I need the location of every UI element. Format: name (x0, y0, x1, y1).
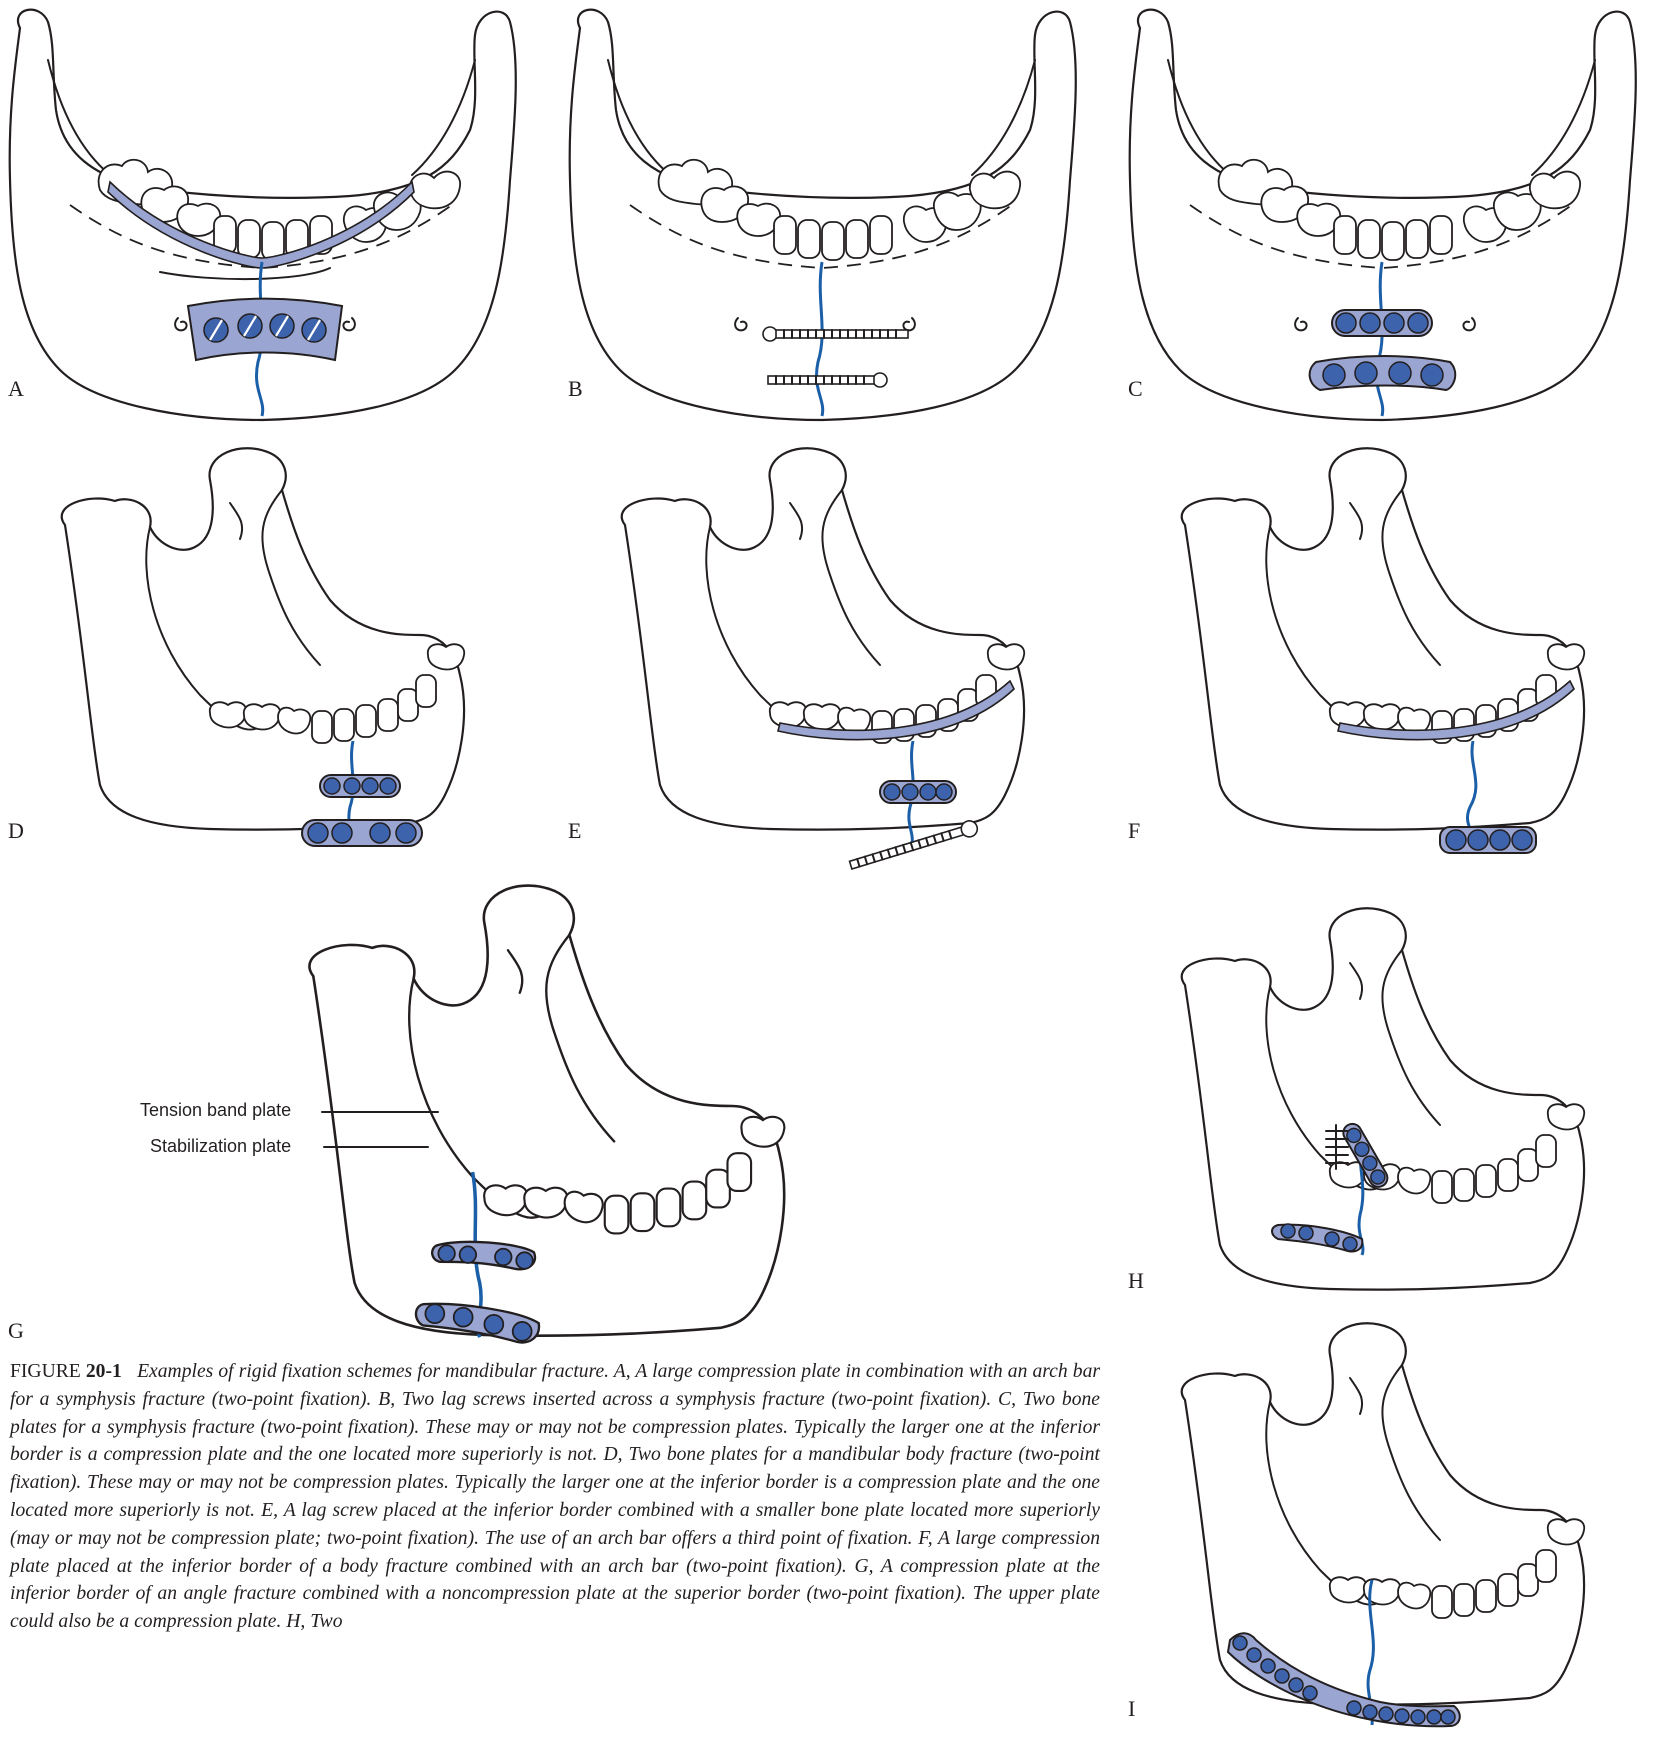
panel-label-g: G (8, 1318, 24, 1344)
caption-number: 20-1 (86, 1361, 122, 1382)
panel-d-illustration (62, 448, 464, 846)
panel-label-i: I (1128, 1696, 1135, 1722)
panel-b-illustration (570, 10, 1076, 420)
panel-label-b: B (568, 376, 583, 402)
panel-a-illustration (10, 10, 516, 420)
panel-i-illustration (1182, 1323, 1584, 1726)
panel-label-e: E (568, 818, 581, 844)
panel-e-illustration (622, 448, 1024, 873)
callout-tension-band-plate: Tension band plate (140, 1100, 291, 1121)
panel-label-h: H (1128, 1268, 1144, 1294)
panel-f-illustration (1182, 448, 1584, 853)
caption-text: Examples of rigid fixation schemes for m… (10, 1361, 1100, 1632)
panel-label-c: C (1128, 376, 1143, 402)
panel-g-illustration (309, 886, 784, 1343)
panel-c-illustration (1130, 10, 1636, 420)
panel-label-d: D (8, 818, 24, 844)
panel-h-illustration (1182, 908, 1584, 1289)
callout-stabilization-plate: Stabilization plate (150, 1136, 291, 1157)
panel-label-f: F (1128, 818, 1140, 844)
panel-label-a: A (8, 376, 24, 402)
caption-label: FIGURE (10, 1361, 81, 1382)
figure-caption: FIGURE 20-1 Examples of rigid fixation s… (10, 1358, 1100, 1636)
